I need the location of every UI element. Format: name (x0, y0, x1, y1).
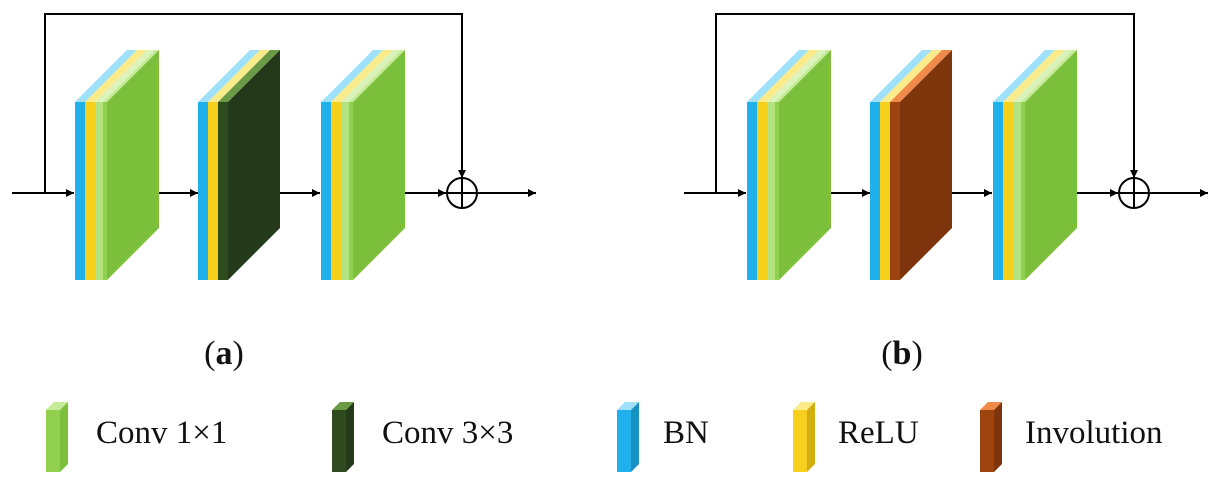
involution-layer-top-face (890, 50, 952, 102)
conv3-layer-top-face (218, 50, 280, 102)
conv1-layer-top-face (775, 50, 831, 102)
legend-label-bn: BN (663, 415, 709, 451)
relu-layer-front-face (757, 102, 767, 280)
involution-swatch-side-face (994, 402, 1002, 472)
conv1-light-layer-top-face (341, 50, 401, 102)
conv1-light-layer-front-face (341, 102, 349, 280)
bn-layer-top-face (75, 50, 137, 102)
relu-layer-top-face (85, 50, 147, 102)
bn-layer-top-face (321, 50, 383, 102)
legend-label-involution: Involution (1025, 415, 1163, 451)
conv1-layer-front-face (1021, 102, 1025, 280)
conv3-layer-side-face (228, 50, 280, 280)
involution-layer-side-face (900, 50, 952, 280)
panel-a-skip-connection (44, 13, 466, 193)
legend-item-involution: Involution (980, 402, 1163, 472)
conv1-layer-side-face (1025, 50, 1077, 280)
relu-layer-top-face (757, 50, 819, 102)
panel-a-caption: (a) (204, 335, 244, 372)
legend-label-conv1: Conv 1×1 (96, 415, 227, 451)
conv1-layer-side-face (779, 50, 831, 280)
bn-layer-front-face (993, 102, 1003, 280)
relu-swatch-top-face (793, 402, 815, 410)
conv3-swatch-side-face (346, 402, 354, 472)
relu-layer-top-face (331, 50, 393, 102)
conv1-swatch-front-face (46, 410, 60, 472)
panel-b-block-3 (993, 50, 1077, 280)
legend-item-conv3: Conv 3×3 (332, 402, 513, 472)
conv1-light-layer-front-face (95, 102, 103, 280)
bn-layer-front-face (870, 102, 880, 280)
bn-layer-front-face (75, 102, 85, 280)
relu-swatch-side-face (807, 402, 815, 472)
legend-label-conv3: Conv 3×3 (382, 415, 513, 451)
legend-item-relu: ReLU (793, 402, 919, 472)
relu-layer-front-face (1003, 102, 1013, 280)
conv1-light-layer-top-face (95, 50, 155, 102)
conv1-layer-top-face (1021, 50, 1077, 102)
conv1-layer-side-face (107, 50, 159, 280)
involution-swatch-front-face (980, 410, 994, 472)
panel-a-block-2 (198, 50, 280, 280)
bn-layer-front-face (747, 102, 757, 280)
panel-a: (a) (12, 13, 536, 372)
panel-a-block-1 (75, 50, 159, 280)
legend-label-relu: ReLU (838, 415, 919, 451)
panel-b-sum-node (1118, 177, 1150, 209)
legend-item-bn: BN (617, 402, 709, 472)
conv1-layer-top-face (103, 50, 159, 102)
relu-layer-top-face (208, 50, 270, 102)
panel-b-block-2 (870, 50, 952, 280)
bn-layer-top-face (747, 50, 809, 102)
bn-swatch (617, 402, 639, 472)
bn-swatch-top-face (617, 402, 639, 410)
relu-layer-front-face (208, 102, 218, 280)
panel-b: (b) (684, 13, 1208, 372)
conv1-layer-front-face (775, 102, 779, 280)
relu-layer-top-face (1003, 50, 1065, 102)
conv1-swatch (46, 402, 68, 472)
bn-layer-front-face (321, 102, 331, 280)
conv1-light-layer-top-face (767, 50, 827, 102)
conv1-layer-front-face (103, 102, 107, 280)
involution-swatch-top-face (980, 402, 1002, 410)
bn-layer-top-face (198, 50, 260, 102)
panel-b-block-1 (747, 50, 831, 280)
involution-layer-front-face (890, 102, 900, 280)
bn-layer-top-face (993, 50, 1055, 102)
bn-layer-front-face (198, 102, 208, 280)
panel-b-skip-connection (715, 13, 1138, 193)
panel-a-sum-node (446, 177, 478, 209)
conv1-light-layer-front-face (767, 102, 775, 280)
conv3-swatch-top-face (332, 402, 354, 410)
relu-layer-front-face (85, 102, 95, 280)
conv3-swatch-front-face (332, 410, 346, 472)
bn-swatch-front-face (617, 410, 631, 472)
conv1-layer-front-face (349, 102, 353, 280)
panel-a-block-3 (321, 50, 405, 280)
relu-layer-top-face (880, 50, 942, 102)
conv1-light-layer-top-face (1013, 50, 1073, 102)
conv1-layer-side-face (353, 50, 405, 280)
conv1-light-layer-front-face (1013, 102, 1021, 280)
conv3-layer-front-face (218, 102, 228, 280)
bn-swatch-side-face (631, 402, 639, 472)
conv1-swatch-top-face (46, 402, 68, 410)
conv3-swatch (332, 402, 354, 472)
conv1-swatch-side-face (60, 402, 68, 472)
conv1-layer-top-face (349, 50, 405, 102)
legend-item-conv1: Conv 1×1 (46, 402, 227, 472)
relu-swatch-front-face (793, 410, 807, 472)
relu-layer-front-face (331, 102, 341, 280)
panel-b-caption: (b) (881, 335, 923, 372)
involution-swatch (980, 402, 1002, 472)
relu-swatch (793, 402, 815, 472)
bn-layer-top-face (870, 50, 932, 102)
relu-layer-front-face (880, 102, 890, 280)
legend: Conv 1×1 Conv 3×3 BN ReLU Involution (46, 402, 1163, 472)
